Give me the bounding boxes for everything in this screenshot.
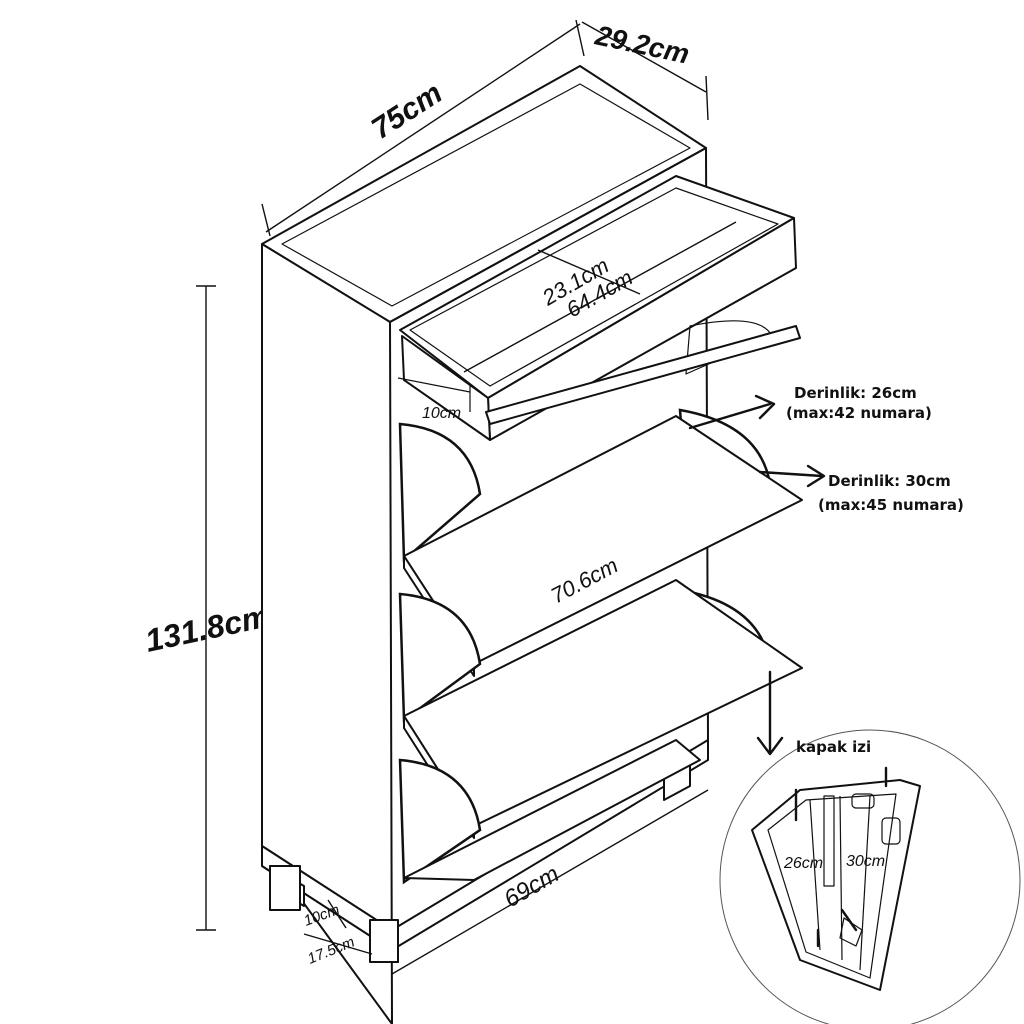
depth-label: 29.2cm — [592, 19, 692, 69]
detail-title: kapak izi — [796, 738, 871, 756]
detail-pointer — [756, 670, 784, 756]
shoe-flap-3 — [398, 739, 701, 885]
width-label: 75cm — [366, 76, 448, 145]
drawer: 23.1cm 64.4cm 10cm — [397, 175, 797, 441]
callout-lower-max: (max:45 numara) — [818, 496, 964, 514]
callout-upper: Derinlik: 26cm (max:42 numara) — [688, 384, 932, 430]
drawer-height-label: 10cm — [422, 405, 461, 422]
height-label: 131.8cm — [142, 597, 273, 658]
callout-upper-max: (max:42 numara) — [786, 404, 932, 422]
detail-depth-a: 26cm — [783, 855, 823, 872]
flap-track-detail: kapak izi 26cm 30cm — [719, 729, 1021, 1024]
detail-depth-b: 30cm — [846, 853, 885, 870]
callout-lower: Derinlik: 30cm (max:45 numara) — [758, 464, 964, 514]
callout-upper-depth: Derinlik: 26cm — [794, 384, 917, 402]
callout-lower-depth: Derinlik: 30cm — [828, 472, 951, 490]
height-dimension: 131.8cm — [142, 285, 273, 931]
shoe-flap-1 — [398, 320, 803, 677]
